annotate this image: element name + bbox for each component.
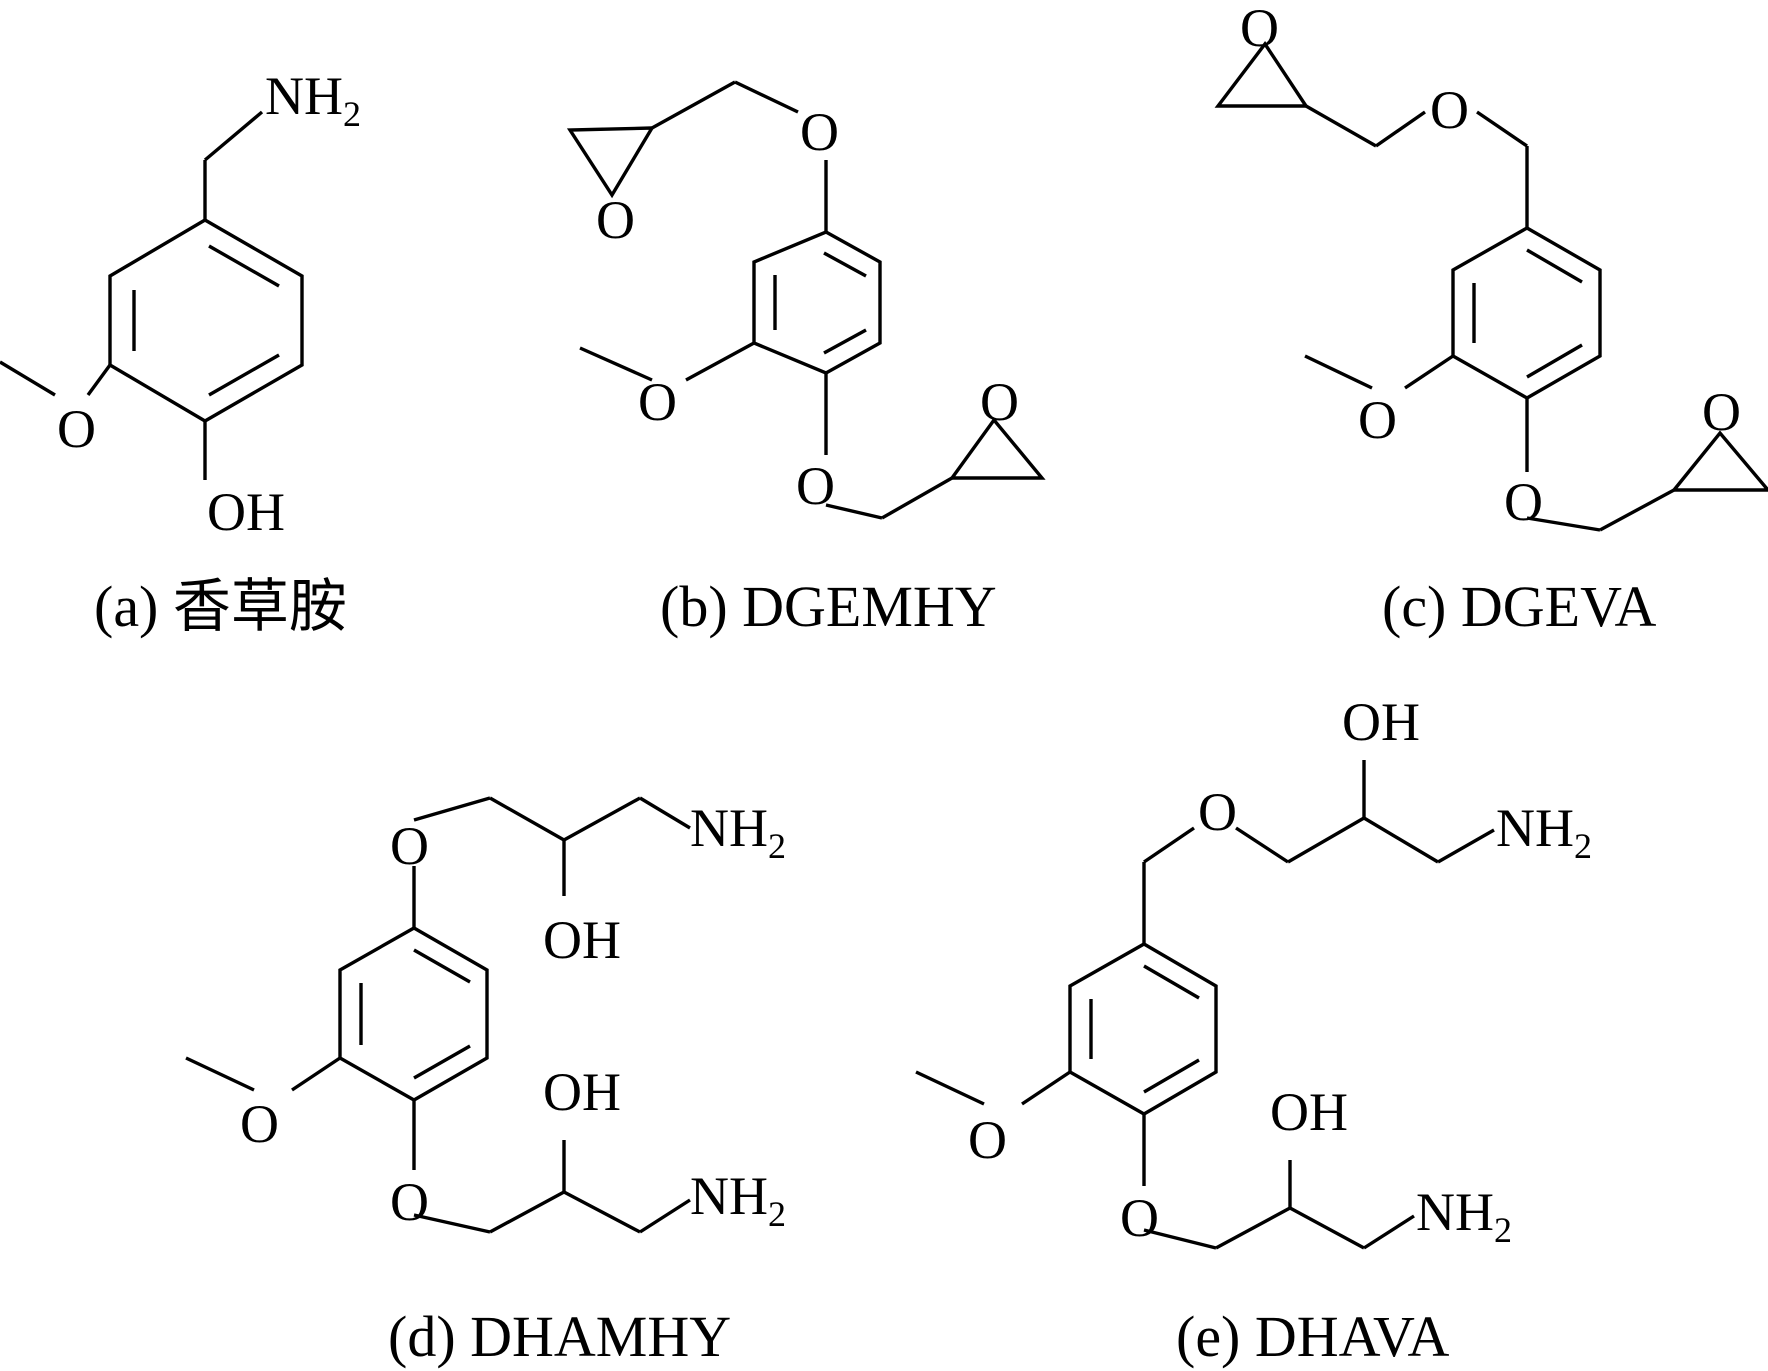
atom-label-o: O [800, 102, 839, 162]
atom-label-oh: OH [207, 482, 285, 542]
atom-label-o: O [968, 1110, 1007, 1170]
atom-label-nh2: NH2 [1496, 798, 1592, 866]
caption-b: (b) DGEMHY [660, 574, 997, 639]
caption-e: (e) DHAVA [1176, 1304, 1449, 1369]
structure-d-bonds [185, 796, 691, 1234]
atom-label-nh2: NH2 [1416, 1182, 1512, 1250]
atom-label-o: O [638, 372, 677, 432]
structure-c-bonds [1214, 41, 1768, 532]
atom-label-nh2: NH2 [690, 1166, 786, 1234]
atom-label-o: O [1430, 80, 1469, 140]
atom-label-o: O [1120, 1188, 1159, 1248]
structure-e-bonds [915, 760, 1495, 1250]
structure-b: O O O O O (b) DGEMHY [566, 80, 1046, 639]
atom-label-nh2: NH2 [265, 66, 361, 134]
atom-label-oh: OH [1342, 692, 1420, 752]
atom-label-o: O [57, 399, 96, 459]
atom-label-o: O [796, 456, 835, 516]
atom-label-o: O [1198, 782, 1237, 842]
atom-label-o: O [1358, 390, 1397, 450]
atom-label-nh2: NH2 [690, 798, 786, 866]
atom-label-o: O [1702, 382, 1741, 442]
caption-c: (c) DGEVA [1382, 574, 1656, 639]
structure-c: O O O O O (c) DGEVA [1214, 0, 1768, 639]
atom-label-o: O [1240, 0, 1279, 58]
atom-label-o: O [596, 190, 635, 250]
atom-label-oh: OH [543, 910, 621, 970]
atom-label-o: O [240, 1094, 279, 1154]
structure-a-bonds [0, 110, 304, 480]
structure-a: NH2 O OH (a) 香草胺 [0, 66, 361, 639]
caption-d: (d) DHAMHY [388, 1304, 731, 1369]
atom-label-o: O [1504, 472, 1543, 532]
structure-d: O NH2 OH O OH O NH2 (d) DHAMHY [185, 796, 786, 1369]
structure-b-bonds [566, 80, 1046, 520]
atom-label-o: O [980, 372, 1019, 432]
structure-e: OH O NH2 O OH O NH2 (e) DHAVA [915, 692, 1592, 1369]
atom-label-oh: OH [543, 1062, 621, 1122]
atom-label-oh: OH [1270, 1082, 1348, 1142]
atom-label-o: O [390, 1172, 429, 1232]
atom-label-o: O [390, 816, 429, 876]
caption-a: (a) 香草胺 [94, 574, 347, 639]
